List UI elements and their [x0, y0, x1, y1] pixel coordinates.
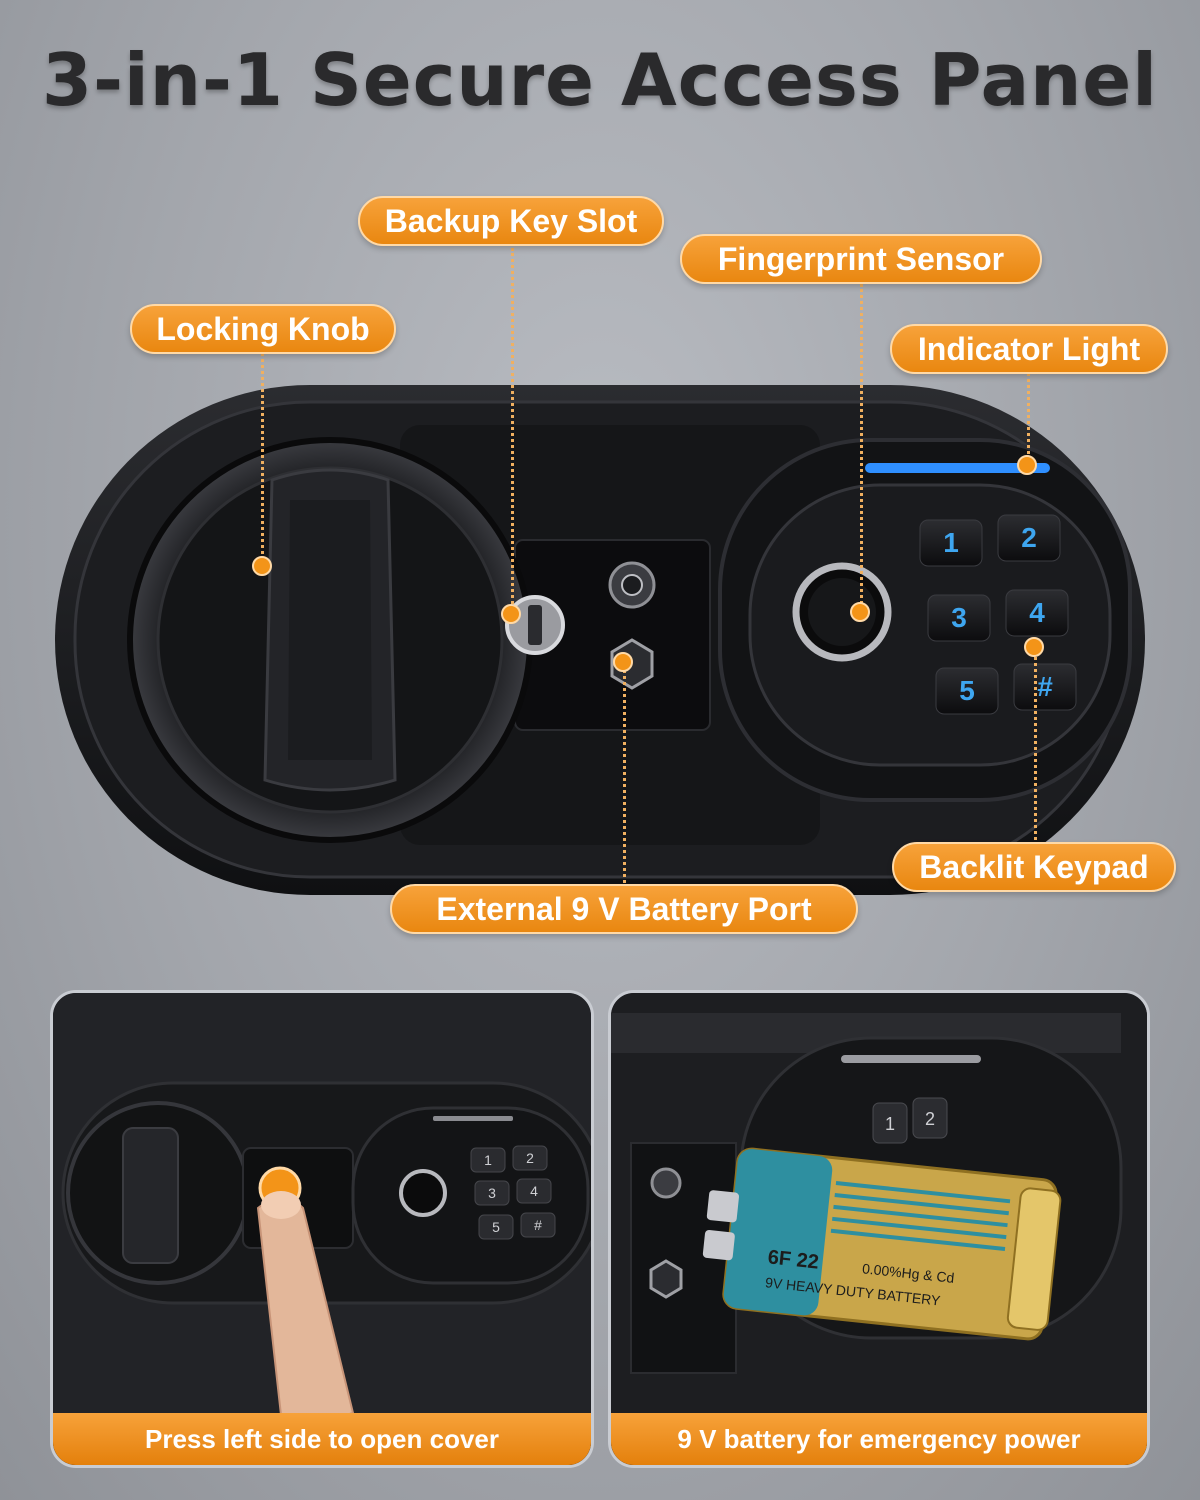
- marker-battery-port: [613, 652, 633, 672]
- marker-indicator: [1017, 455, 1037, 475]
- label-locking-knob: Locking Knob: [130, 304, 396, 354]
- leader-line-key-slot: [511, 248, 514, 610]
- leader-line-knob: [261, 352, 264, 562]
- leader-line-keypad: [1034, 650, 1037, 840]
- marker-locking-knob: [252, 556, 272, 576]
- key-hash: #: [534, 1217, 542, 1233]
- leader-line-indicator: [1027, 372, 1030, 468]
- fingerprint-sensor: [792, 562, 892, 662]
- marker-fingerprint: [850, 602, 870, 622]
- photo-open-cover: 1 2 3 4 5 # Press left side to open cover: [50, 990, 594, 1468]
- leader-line-battery: [623, 665, 626, 883]
- key-2: 2: [526, 1150, 534, 1166]
- key-4: 4: [530, 1183, 538, 1199]
- label-indicator-light: Indicator Light: [890, 324, 1168, 374]
- open-cover-illustration: 1 2 3 4 5 #: [53, 993, 591, 1465]
- label-fingerprint-sensor: Fingerprint Sensor: [680, 234, 1042, 284]
- battery-model-text: 6F 22: [767, 1246, 820, 1273]
- photo-battery: 1 2 6F 22 0.00%Hg & Cd 9V HEAVY DUTY BATT…: [608, 990, 1150, 1468]
- key-1: 1: [484, 1152, 492, 1168]
- marker-keypad: [1024, 637, 1044, 657]
- key-hash: #: [1037, 671, 1053, 702]
- label-battery-port: External 9 V Battery Port: [390, 884, 858, 934]
- battery: 6F 22 0.00%Hg & Cd 9V HEAVY DUTY BATTERY: [702, 1147, 1062, 1341]
- key-4: 4: [1029, 597, 1045, 628]
- key-1: 1: [943, 527, 959, 558]
- key-5: 5: [492, 1219, 500, 1235]
- key-2: 2: [925, 1109, 935, 1129]
- leader-line-fingerprint: [860, 284, 863, 604]
- label-backup-key-slot: Backup Key Slot: [358, 196, 664, 246]
- locking-knob: [127, 437, 533, 843]
- caption-battery: 9 V battery for emergency power: [611, 1413, 1147, 1465]
- caption-open-cover: Press left side to open cover: [53, 1413, 591, 1465]
- key-5: 5: [959, 675, 975, 706]
- page-title: 3-in-1 Secure Access Panel: [42, 38, 1158, 122]
- backup-key-slot: [505, 595, 565, 655]
- key-2: 2: [1021, 522, 1037, 553]
- indicator-light: [865, 463, 1050, 473]
- label-backlit-keypad: Backlit Keypad: [892, 842, 1176, 892]
- key-3: 3: [951, 602, 967, 633]
- keypad-keys: 1 2 3 4 5 #: [919, 514, 1077, 715]
- key-1: 1: [885, 1114, 895, 1134]
- marker-key-slot: [501, 604, 521, 624]
- battery-illustration: 1 2 6F 22 0.00%Hg & Cd 9V HEAVY DUTY BATT…: [611, 993, 1147, 1465]
- key-3: 3: [488, 1185, 496, 1201]
